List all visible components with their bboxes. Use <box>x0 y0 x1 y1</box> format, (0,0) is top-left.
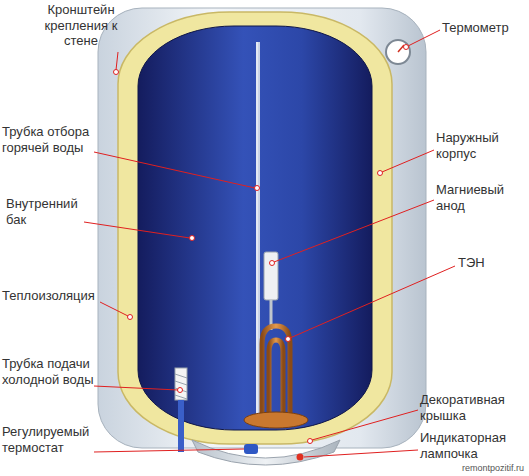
callout-label: Магниевый анод <box>436 182 524 213</box>
magnesium-anode <box>264 252 278 330</box>
hot-pipe <box>256 42 260 418</box>
thermostat-knob <box>244 444 258 454</box>
callout-label: ТЭН <box>458 255 518 271</box>
callout-label: Трубка отбора горячей воды <box>2 124 108 155</box>
hot-pipe-highlight <box>257 42 258 418</box>
leader-dots <box>114 45 409 444</box>
callout-label: Кронштейн крепления к стене <box>36 2 126 49</box>
watermark: remontpozitif.ru <box>412 463 524 474</box>
inner-tank <box>138 26 372 430</box>
thermometer <box>386 40 410 64</box>
callout-label: Наружный корпус <box>436 130 524 161</box>
callout-label: Термометр <box>442 20 526 36</box>
callout-label: Теплоизоляция <box>2 288 114 304</box>
indicator-lamp <box>297 454 304 461</box>
decorative-cover <box>192 440 340 465</box>
heating-element <box>262 326 290 418</box>
callout-label: Декоративная крышка <box>420 392 525 423</box>
insulation <box>118 12 392 444</box>
cold-pipe <box>175 368 187 452</box>
leader-lines <box>84 30 455 457</box>
flange <box>244 412 308 428</box>
callout-label: Трубка подачи холодной воды <box>2 356 106 387</box>
callout-label: Регулируемый термостат <box>2 424 106 455</box>
outer-body <box>98 8 426 448</box>
callout-label: Внутренний бак <box>6 196 90 227</box>
callout-label: Индикаторная лампочка <box>420 430 525 461</box>
